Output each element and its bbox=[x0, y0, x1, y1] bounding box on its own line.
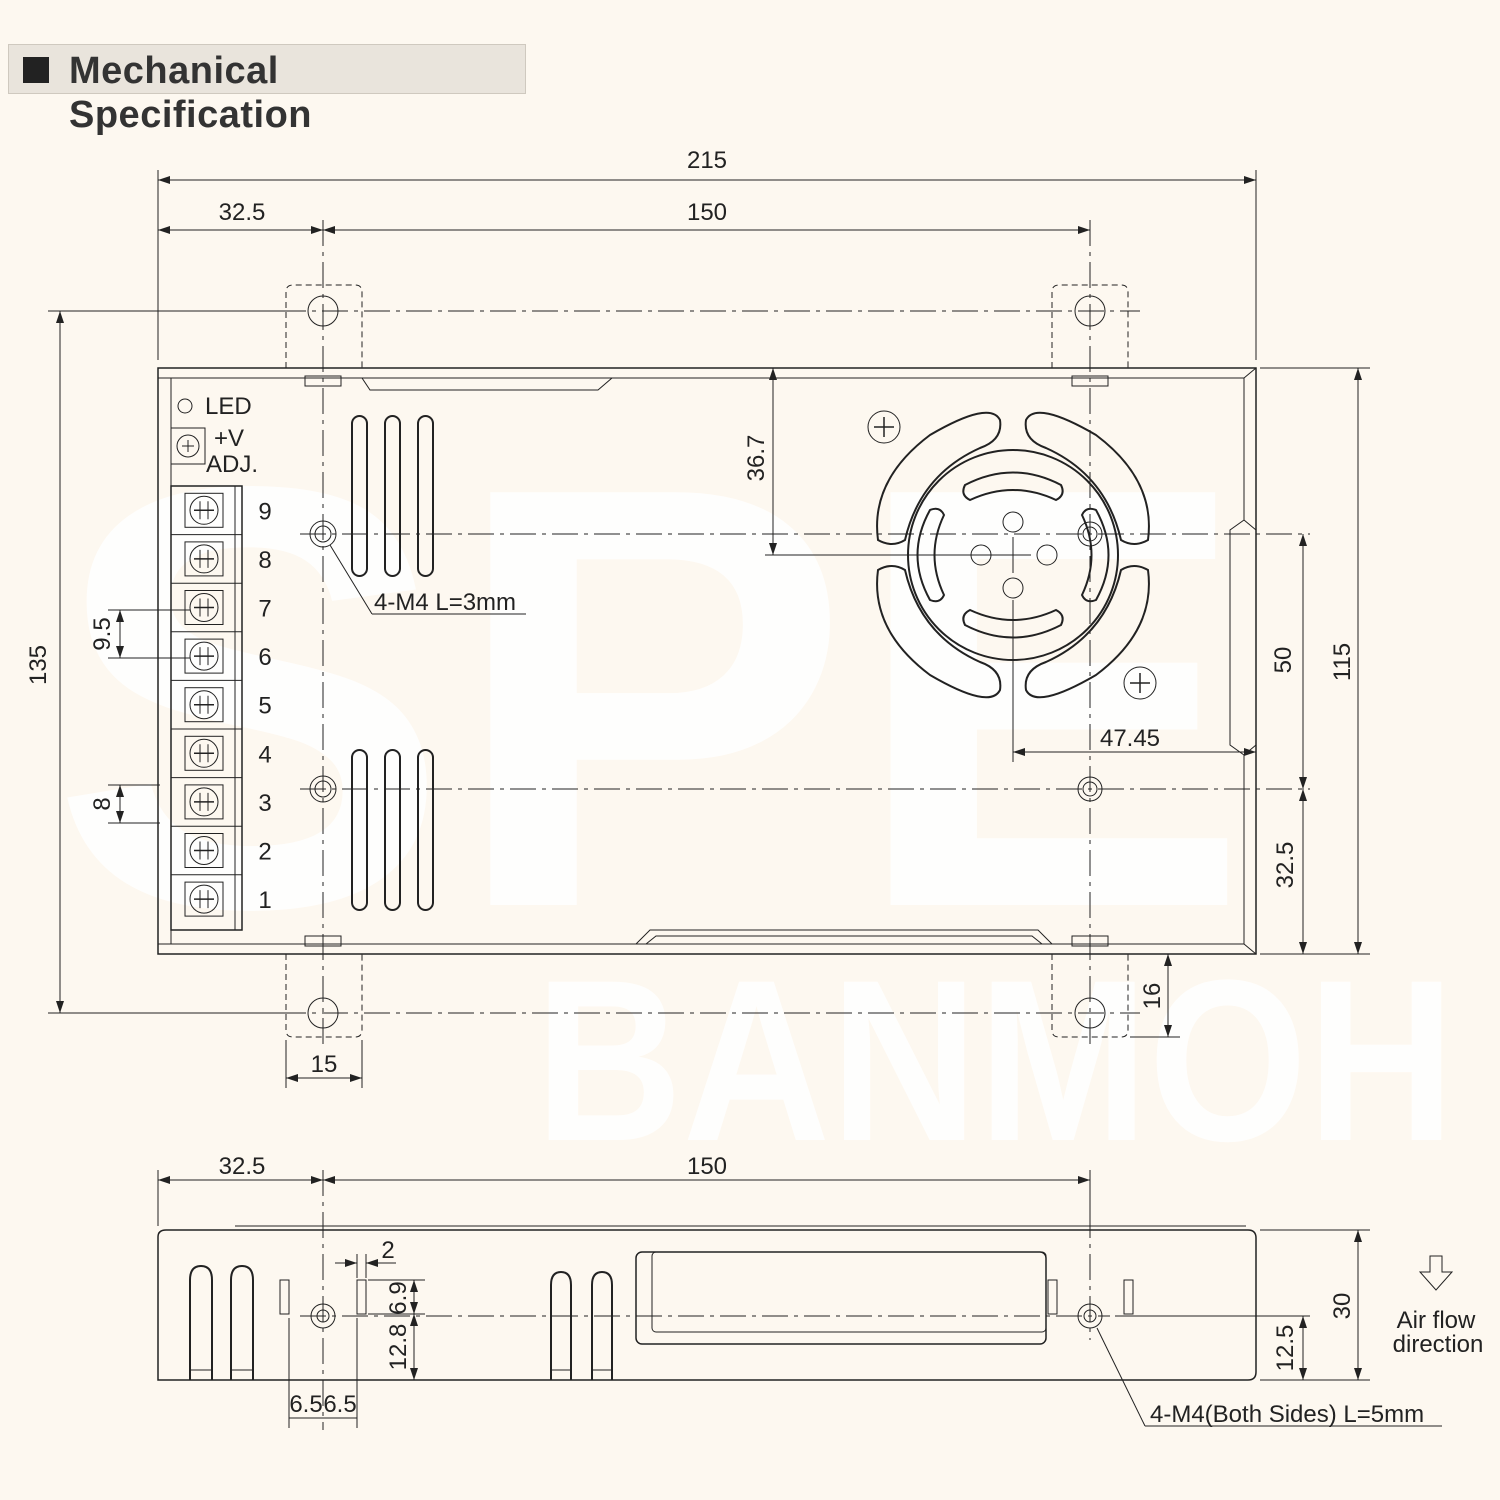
mount-note-side: 4-M4(Both Sides) L=5mm bbox=[1150, 1401, 1424, 1428]
vent-slots-top bbox=[351, 415, 434, 911]
airflow-arrow-icon bbox=[1418, 1255, 1454, 1291]
terminal-number: 1 bbox=[258, 887, 271, 914]
airflow-label-1: Air flow bbox=[1397, 1307, 1476, 1334]
terminal-screw-icon[interactable] bbox=[189, 641, 219, 671]
top-body-outline bbox=[157, 367, 1257, 955]
side-dim-hole-height: 12.8 bbox=[385, 1324, 412, 1371]
watermark-line-2: BANMOH bbox=[535, 932, 1455, 1189]
terminal-screw-icon[interactable] bbox=[189, 738, 219, 768]
v-adj-potentiometer-icon[interactable] bbox=[176, 434, 200, 458]
terminal-screw-icon[interactable] bbox=[189, 836, 219, 865]
dim-overall-width: 215 bbox=[687, 147, 727, 174]
side-dim-slot-height: 6.9 bbox=[385, 1281, 412, 1314]
side-dim-hole-from-bottom: 12.5 bbox=[1272, 1325, 1299, 1372]
dim-body-height: 115 bbox=[1329, 643, 1356, 681]
terminal-number: 9 bbox=[258, 498, 271, 525]
terminal-number: 6 bbox=[258, 644, 271, 671]
top-view: LED +V ADJ. 9 8 7 6 5 4 3 2 1 215 32.5 150 bbox=[25, 147, 1370, 1088]
dim-bottom-offset: 32.5 bbox=[1272, 842, 1299, 889]
mount-note-top: 4-M4 L=3mm bbox=[374, 589, 516, 616]
terminal-screw-icon[interactable] bbox=[189, 544, 219, 574]
terminal-number: 8 bbox=[258, 547, 271, 574]
terminal-screw-icon[interactable] bbox=[189, 495, 219, 525]
section-header: Mechanical Specification bbox=[8, 44, 526, 136]
side-dim-left-offset: 32.5 bbox=[219, 1153, 266, 1180]
side-dim-slot-offset-right: 6.5 bbox=[323, 1391, 356, 1418]
side-dim-height: 30 bbox=[1329, 1293, 1356, 1320]
airflow-label-2: direction bbox=[1393, 1331, 1484, 1358]
bullet-square-icon bbox=[23, 57, 49, 83]
side-view: 32.5 150 2 6.9 12.8 6.5 6.5 30 12.5 bbox=[157, 1153, 1484, 1430]
top-inner-outline bbox=[158, 377, 1245, 945]
terminal-number: 5 bbox=[258, 693, 271, 720]
dim-fan-offset: 36.7 bbox=[743, 435, 770, 482]
dim-left-offset: 32.5 bbox=[219, 199, 266, 226]
side-dim-hole-spacing: 150 bbox=[687, 1153, 727, 1180]
led-indicator-icon bbox=[177, 398, 193, 414]
dim-tab-height: 16 bbox=[1139, 983, 1166, 1010]
terminal-number: 2 bbox=[258, 839, 271, 866]
section-title: Mechanical Specification bbox=[69, 50, 312, 136]
side-dim-slot-gap: 2 bbox=[381, 1237, 394, 1264]
terminal-number: 7 bbox=[258, 596, 271, 623]
dim-terminal-width: 8 bbox=[89, 797, 116, 810]
terminal-screw-icon[interactable] bbox=[189, 593, 219, 622]
terminal-screw-icon[interactable] bbox=[189, 884, 219, 914]
vadj-label-2: ADJ. bbox=[206, 451, 258, 478]
vent-slots-side bbox=[189, 1264, 613, 1380]
watermark-line-1: SPE bbox=[50, 363, 1251, 1033]
dim-mount-span: 50 bbox=[1270, 647, 1297, 674]
vadj-label-1: +V bbox=[214, 425, 244, 452]
dim-pitch: 9.5 bbox=[89, 617, 116, 650]
terminal-screw-icon[interactable] bbox=[189, 787, 219, 817]
terminal-screw-icon[interactable] bbox=[189, 690, 219, 720]
side-body-outline bbox=[157, 1229, 1257, 1381]
top-dimensions: 215 32.5 150 135 36.7 9.5 8 bbox=[25, 147, 1370, 1088]
led-label: LED bbox=[205, 393, 252, 420]
airflow-indicator: Air flow direction bbox=[1393, 1255, 1484, 1358]
terminal-number: 3 bbox=[258, 790, 271, 817]
terminal-block: 9 8 7 6 5 4 3 2 1 bbox=[170, 485, 272, 931]
watermark: SPE BANMOH bbox=[50, 363, 1455, 1189]
terminal-number: 4 bbox=[258, 741, 271, 768]
dim-hole-spacing: 150 bbox=[687, 199, 727, 226]
dim-overall-height: 135 bbox=[25, 645, 52, 685]
dim-fan-to-edge: 47.45 bbox=[1100, 725, 1160, 752]
dim-tab-width: 15 bbox=[311, 1051, 338, 1078]
side-dim-slot-offset-left: 6.5 bbox=[289, 1391, 322, 1418]
